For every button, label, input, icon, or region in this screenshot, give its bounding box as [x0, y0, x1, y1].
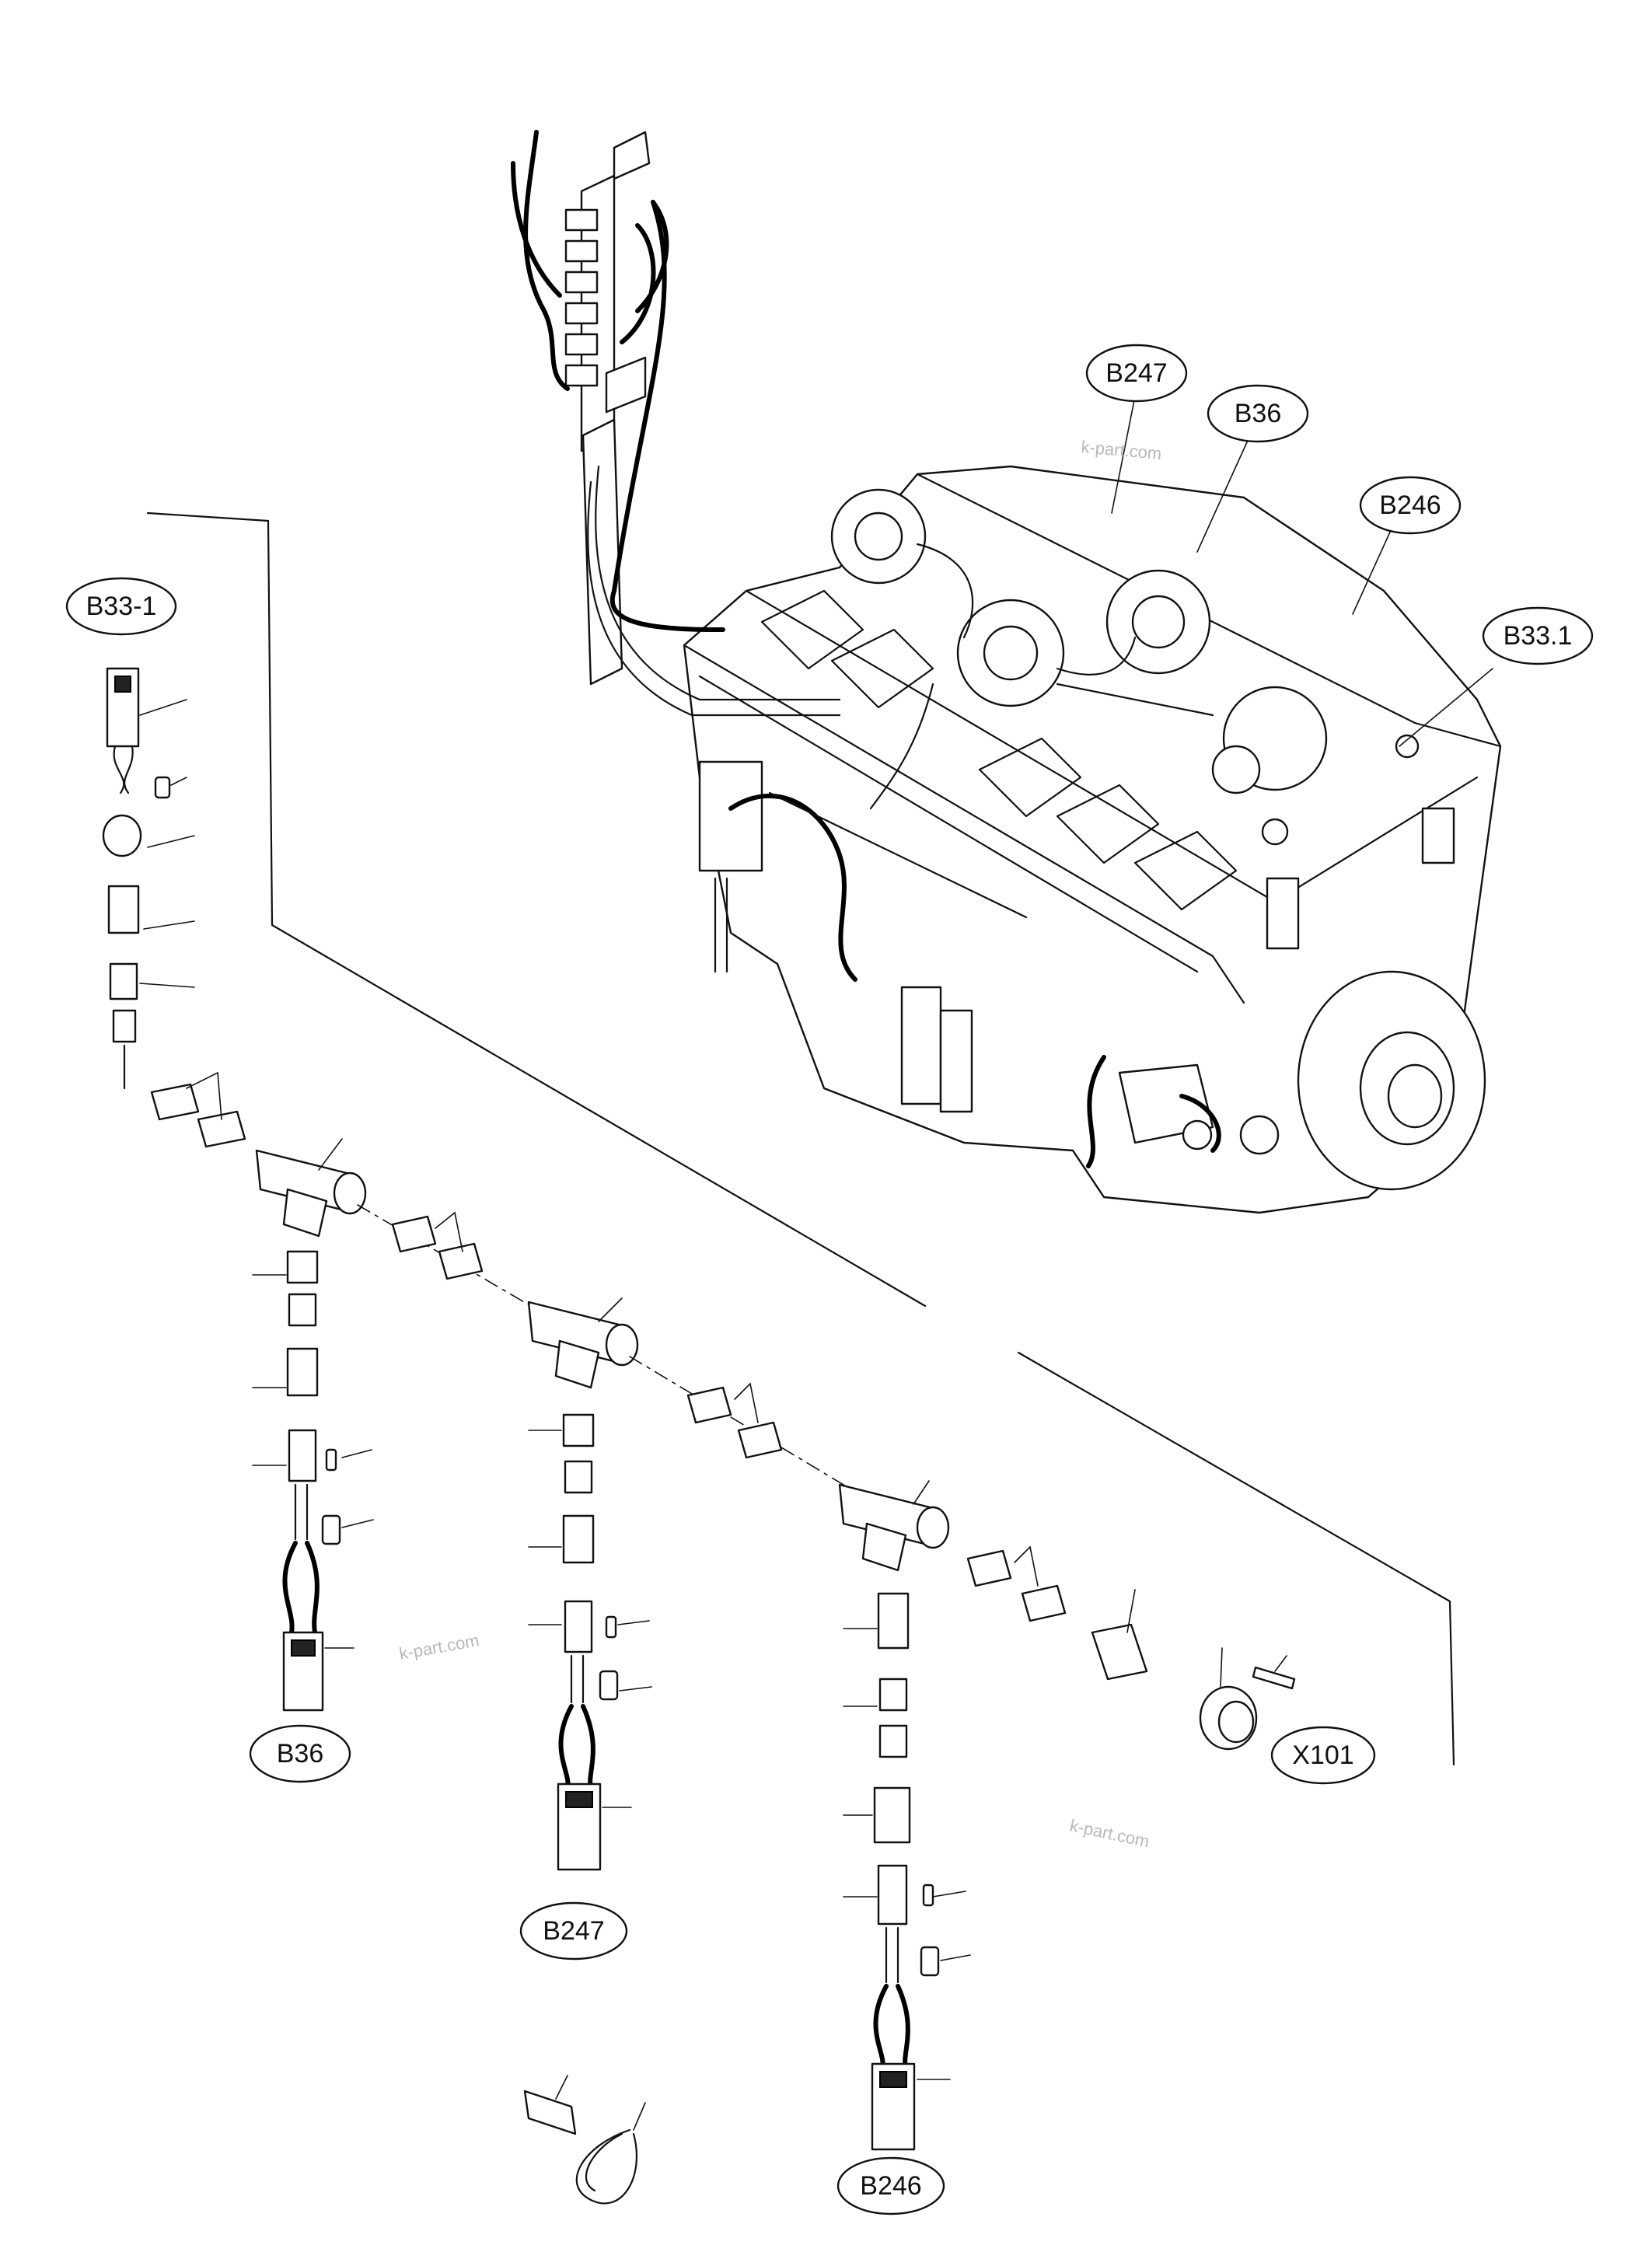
- b36-sensor-drop: [252, 1250, 374, 1712]
- callout-b246-top: B246: [1359, 476, 1462, 535]
- svg-text:B33-1: B33-1: [86, 592, 157, 621]
- callout-b33-dash-1: B33-1: [65, 577, 177, 636]
- svg-text:B36: B36: [1235, 399, 1282, 428]
- svg-text:B246: B246: [860, 2171, 921, 2201]
- callout-b247-bottom: B247: [519, 1901, 628, 1960]
- svg-text:B33.1: B33.1: [1504, 621, 1573, 651]
- svg-text:B246: B246: [1379, 491, 1441, 520]
- watermark: k-part.com: [1068, 1815, 1151, 1851]
- callout-b246-bottom: B246: [836, 2156, 945, 2215]
- callout-b247-top: B247: [1085, 344, 1188, 403]
- b246-sensor-drop: [843, 1592, 971, 2151]
- watermark: k-part.com: [1081, 437, 1163, 463]
- tee-chain: [150, 1071, 1296, 1751]
- panel-frame: [146, 512, 1455, 1766]
- engine-leaders: [1111, 396, 1493, 747]
- svg-text:X101: X101: [1292, 1741, 1353, 1770]
- svg-text:B247: B247: [543, 1916, 604, 1946]
- harness-bracket: [511, 130, 841, 973]
- callout-b36-top: B36: [1207, 384, 1309, 443]
- svg-text:B36: B36: [277, 1739, 324, 1768]
- b247-sensor-drop: [528, 1413, 652, 1871]
- relay-stack: [564, 208, 599, 387]
- loose-parts: [523, 2075, 646, 2205]
- callout-x101: X101: [1270, 1726, 1376, 1785]
- watermark: k-part.com: [398, 1630, 481, 1664]
- b33-1-sensor-chain: [102, 667, 195, 1090]
- callout-b33-1: B33.1: [1482, 606, 1594, 665]
- callout-b36-bottom: B36: [249, 1724, 351, 1783]
- svg-text:B247: B247: [1105, 358, 1167, 388]
- engine-assembly: [683, 465, 1502, 1214]
